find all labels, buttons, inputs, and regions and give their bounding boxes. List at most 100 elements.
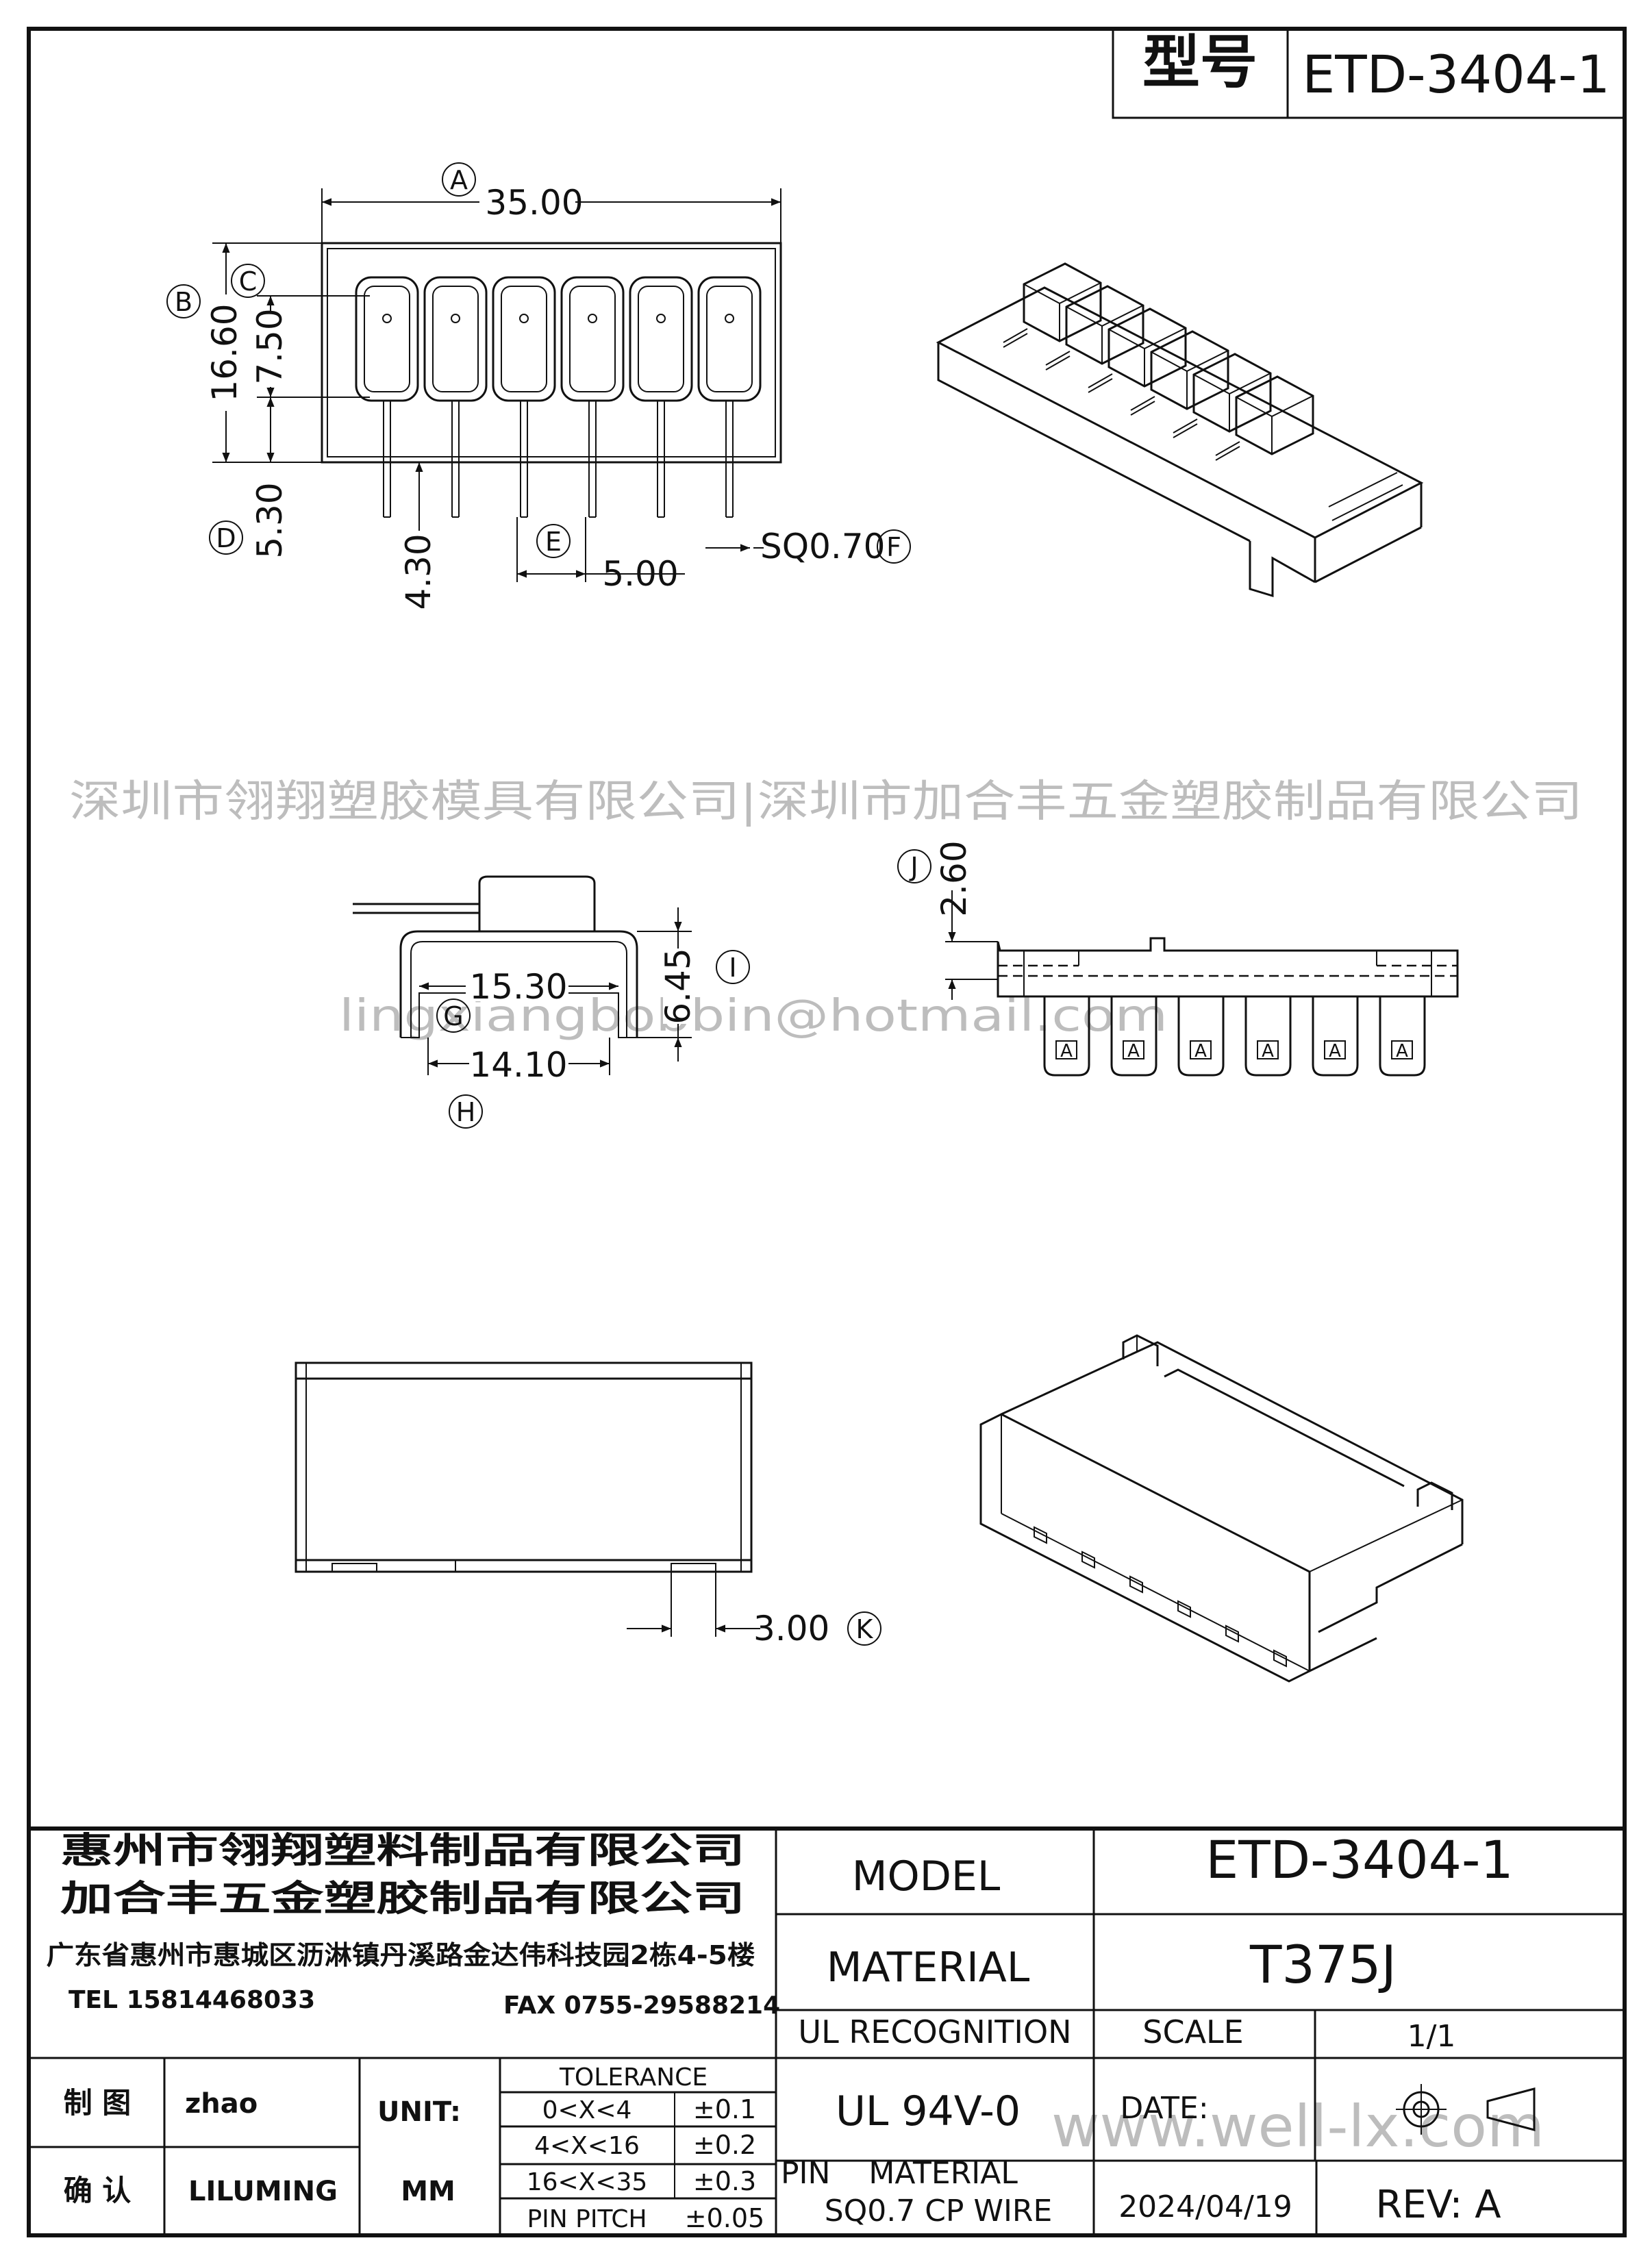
header-model-label: 型号 [1142, 29, 1257, 96]
pin-marker-label: A [1329, 1041, 1341, 1062]
watermarks: 深圳市翎翔塑胶模具有限公司|深圳市加合丰五金塑胶制品有限公司 lingxiang… [69, 777, 1583, 2160]
tolerance-range: 0<X<4 [542, 2096, 632, 2124]
tolerance-range: 16<X<35 [527, 2168, 648, 2196]
callout-i: I [729, 953, 736, 983]
tolerance-range: PIN PITCH [527, 2205, 647, 2233]
title-block: 惠州市翎翔塑料制品有限公司 加合丰五金塑胶制品有限公司 广东省惠州市惠城区沥淋镇… [29, 1826, 1625, 2235]
unit-label: UNIT: [377, 2096, 461, 2128]
iso-terminal-block [1173, 353, 1272, 438]
dim-i-value: 6.45 [658, 948, 698, 1024]
tb-ul-value: UL 94V-0 [836, 2087, 1021, 2135]
iso-bottom-pin [1034, 1526, 1047, 1544]
callout-g: G [443, 1001, 463, 1031]
iso-terminal-block [1215, 375, 1314, 461]
tb-material-value: T375J [1249, 1934, 1397, 1995]
top-view [321, 242, 782, 518]
company-fax: FAX 0755-29588214 [503, 1992, 780, 2020]
pin-marker-label: A [1060, 1041, 1073, 1062]
dim-c: 7.50 C [231, 264, 370, 398]
terminal-pad [492, 276, 556, 518]
tb-pin-material-label: PIN MATERIAL [781, 2156, 1018, 2191]
dim-g-value: 15.30 [469, 967, 567, 1007]
iso-bottom-pin [1177, 1600, 1191, 1618]
watermark-website: www.well-lx.com [1051, 2093, 1544, 2160]
tolerance-value: ±0.05 [685, 2203, 764, 2233]
watermark-company-line: 深圳市翎翔塑胶模具有限公司|深圳市加合丰五金塑胶制品有限公司 [69, 777, 1583, 827]
terminal-pad [560, 276, 625, 518]
dim-c-value: 7.50 [250, 308, 290, 384]
dim-h: 14.10 H [427, 1038, 610, 1129]
iso-terminal-block [1003, 262, 1102, 348]
bottom-view [295, 1361, 753, 1573]
front-pin: A [1244, 996, 1292, 1077]
dim-a-value: 35.00 [485, 183, 583, 223]
front-pin: A [1379, 996, 1426, 1077]
dim-j-value: 2.60 [934, 840, 974, 916]
terminal-pad [423, 276, 488, 518]
dim-f: SQ0.70 F [705, 527, 911, 566]
iso-terminal-block [1045, 285, 1144, 371]
dim-d: 5.30 D [209, 397, 290, 565]
pin-marker-label: A [1262, 1041, 1274, 1062]
dim-e-value: 5.00 [602, 554, 678, 594]
iso-terminal-block [1088, 307, 1187, 393]
tb-model-label: MODEL [852, 1853, 1001, 1900]
dim-k-value: 3.00 [753, 1609, 829, 1648]
tb-date-value: 2024/04/19 [1118, 2189, 1292, 2224]
isometric-view-top [936, 262, 1424, 598]
dim-a: 35.00 A [321, 162, 781, 243]
company-tel: TEL 15814468033 [68, 1986, 315, 2014]
dim-pin-length: 4.30 [399, 462, 438, 620]
iso-bottom-pin [1225, 1624, 1239, 1643]
drawn-value: zhao [185, 2088, 258, 2120]
tolerance-value: ±0.1 [693, 2094, 756, 2124]
callout-f: F [886, 532, 901, 562]
front-pin: A [1177, 996, 1225, 1077]
tolerance-value: ±0.3 [693, 2166, 756, 2196]
unit-value: MM [401, 2176, 455, 2207]
dim-d-value: 5.30 [250, 482, 290, 558]
isometric-view-bottom [979, 1334, 1464, 1683]
company1: 惠州市翎翔塑料制品有限公司 [60, 1831, 745, 1872]
dim-pin-length-value: 4.30 [399, 533, 438, 610]
tb-scale-value: 1/1 [1407, 2019, 1456, 2054]
tb-material-label: MATERIAL [827, 1944, 1030, 1992]
terminal-pad [697, 276, 762, 518]
callout-e: E [545, 527, 562, 557]
dim-e: 5.00 E [516, 517, 685, 594]
callout-a: A [450, 165, 468, 195]
checked-label: 确 认 [64, 2174, 132, 2207]
company2: 加合丰五金塑胶制品有限公司 [60, 1879, 745, 1920]
callout-b: B [175, 287, 192, 317]
drawn-label: 制 图 [64, 2086, 132, 2120]
tb-rev: REV: A [1375, 2183, 1501, 2227]
pin-marker-label: A [1127, 1041, 1140, 1062]
iso-bottom-pin [1273, 1649, 1287, 1668]
dim-i: 6.45 I [637, 907, 750, 1062]
checked-value: LILUMING [188, 2176, 338, 2207]
dim-j: 2.60 J [897, 840, 998, 1000]
front-pin: A [1043, 996, 1090, 1077]
header-model-value: ETD-3404-1 [1302, 44, 1610, 105]
dim-g: 15.30 G [419, 967, 618, 1033]
terminal-pad [629, 276, 693, 518]
drawing-border [27, 27, 1627, 2237]
dim-f-value: SQ0.70 [760, 527, 885, 566]
callout-d: D [216, 523, 236, 553]
callout-k: K [856, 1614, 874, 1644]
company-address: 广东省惠州市惠城区沥淋镇丹溪路金达伟科技园2栋4-5楼 [47, 1940, 755, 1970]
front-pin: A [1312, 996, 1359, 1077]
tb-scale-label: SCALE [1142, 2013, 1243, 2050]
iso-bottom-pin [1081, 1550, 1095, 1569]
tolerance-value: ±0.2 [693, 2130, 756, 2160]
pin-marker-label: A [1194, 1041, 1207, 1062]
terminal-pad [355, 276, 419, 518]
tb-ul-label: UL RECOGNITION [798, 2013, 1071, 2050]
dim-h-value: 14.10 [469, 1045, 567, 1085]
callout-h: H [456, 1097, 476, 1127]
third-angle-projection-icon [1396, 2084, 1536, 2135]
dim-b-value: 16.60 [205, 303, 245, 401]
tb-model-value: ETD-3404-1 [1205, 1829, 1514, 1890]
tolerance-title: TOLERANCE [559, 2063, 708, 2092]
